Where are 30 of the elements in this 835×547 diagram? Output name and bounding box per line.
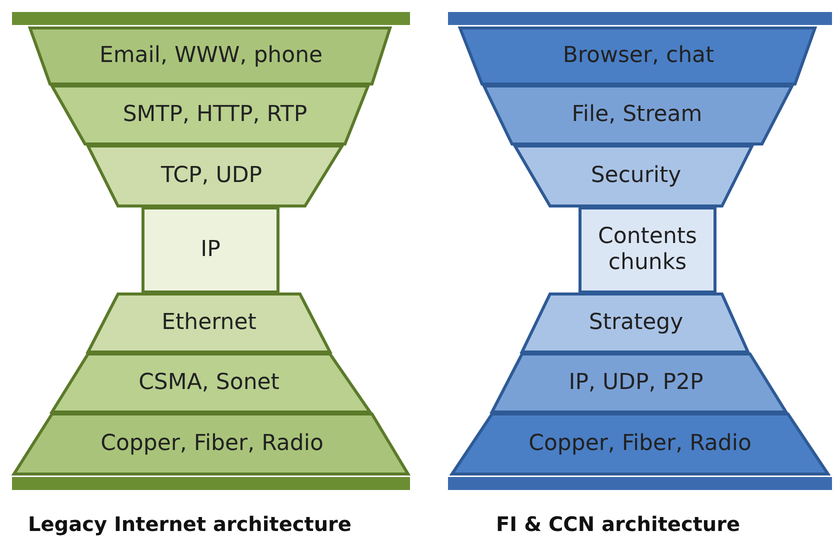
layer-trapezoid xyxy=(484,85,792,145)
layer-label: Contents chunks xyxy=(597,222,698,277)
layer-trapezoid xyxy=(14,413,408,475)
layer-label: Copper, Fiber, Radio xyxy=(100,430,324,458)
layer-label: File, Stream xyxy=(570,100,704,129)
architecture-caption: Legacy Internet architecture xyxy=(28,512,352,536)
layer-trapezoid xyxy=(452,413,828,475)
layer-trapezoid xyxy=(88,145,342,207)
layer-label: Ethernet xyxy=(160,308,258,337)
layer-label: Strategy xyxy=(588,308,684,337)
layer-trapezoid xyxy=(460,27,815,85)
layer-label: Security xyxy=(590,162,682,190)
layer-trapezoid xyxy=(522,293,748,353)
layer-label: IP xyxy=(200,236,222,264)
layer-box xyxy=(143,207,278,293)
layer-label: SMTP, HTTP, RTP xyxy=(122,100,308,129)
layer-trapezoid xyxy=(52,353,370,413)
layer-label: TCP, UDP xyxy=(160,162,264,190)
layer-trapezoid xyxy=(515,145,752,207)
layer-trapezoid xyxy=(88,293,330,353)
layer-trapezoid xyxy=(492,353,786,413)
layer-trapezoid xyxy=(52,85,368,145)
layer-label: IP, UDP, P2P xyxy=(568,368,704,397)
layer-label: CSMA, Sonet xyxy=(138,368,280,397)
architecture-caption: FI & CCN architecture xyxy=(496,512,740,536)
layer-label: Email, WWW, phone xyxy=(98,42,324,70)
layer-label: Copper, Fiber, Radio xyxy=(528,430,752,458)
layer-label: Browser, chat xyxy=(562,42,716,70)
layer-box xyxy=(580,207,715,293)
layer-trapezoid xyxy=(30,27,390,85)
